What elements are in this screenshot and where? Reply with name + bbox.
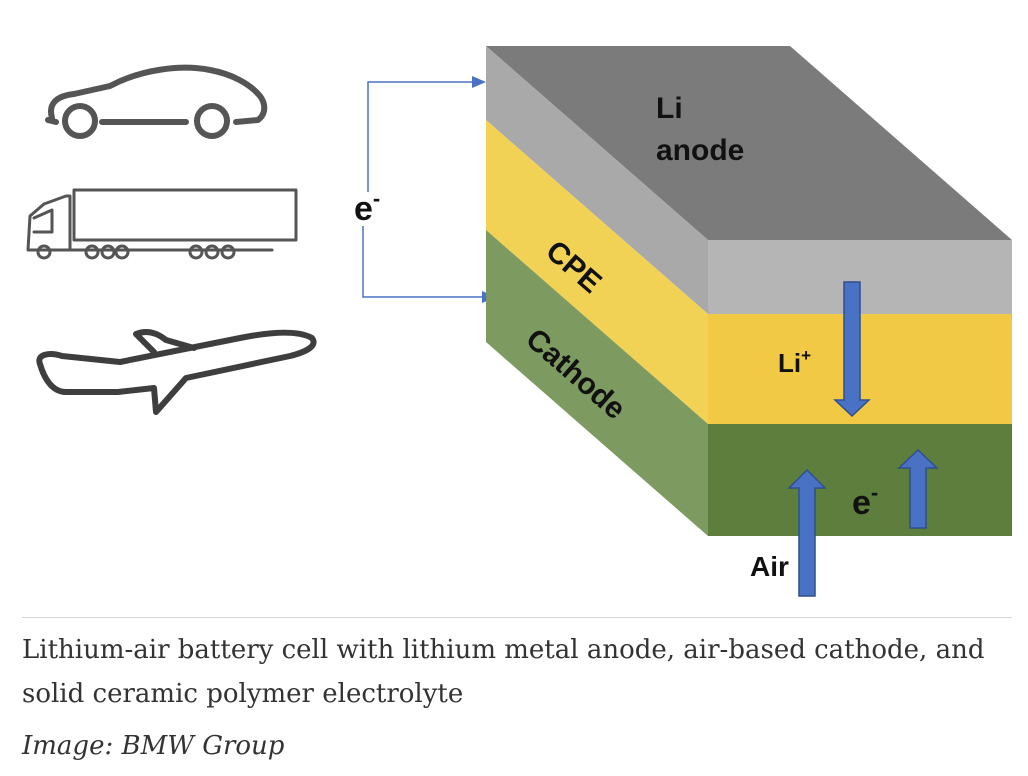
electron-circuit xyxy=(362,76,496,303)
air-arrow xyxy=(787,468,827,597)
battery-cell-diagram: e- Li anode CPE Cathode Li+ Air xyxy=(26,46,1012,597)
anode-label-line2: anode xyxy=(656,134,744,167)
anode-side-face xyxy=(486,46,708,314)
cathode-electron-arrow xyxy=(897,448,939,529)
anode-top-face xyxy=(486,46,1012,240)
lithium-ion-arrow xyxy=(833,281,871,418)
airplane-icon xyxy=(36,329,317,415)
truck-icon xyxy=(26,188,298,260)
cathode-front-face xyxy=(708,424,1012,536)
cathode-electron-label: e- xyxy=(852,480,878,522)
caption-divider xyxy=(22,617,1012,618)
anode-label: Li xyxy=(656,92,683,125)
image-credit: Image: BMW Group xyxy=(22,731,285,761)
cathode-side-face xyxy=(486,230,708,536)
figure-caption: Lithium-air battery cell with lithium me… xyxy=(22,635,985,709)
electron-label: e- xyxy=(354,186,380,228)
car-icon xyxy=(45,64,268,139)
battery-block xyxy=(486,46,1012,536)
air-label: Air xyxy=(750,551,789,582)
lithium-ion-label: Li+ xyxy=(778,346,811,378)
electrolyte-side-face xyxy=(486,120,708,424)
